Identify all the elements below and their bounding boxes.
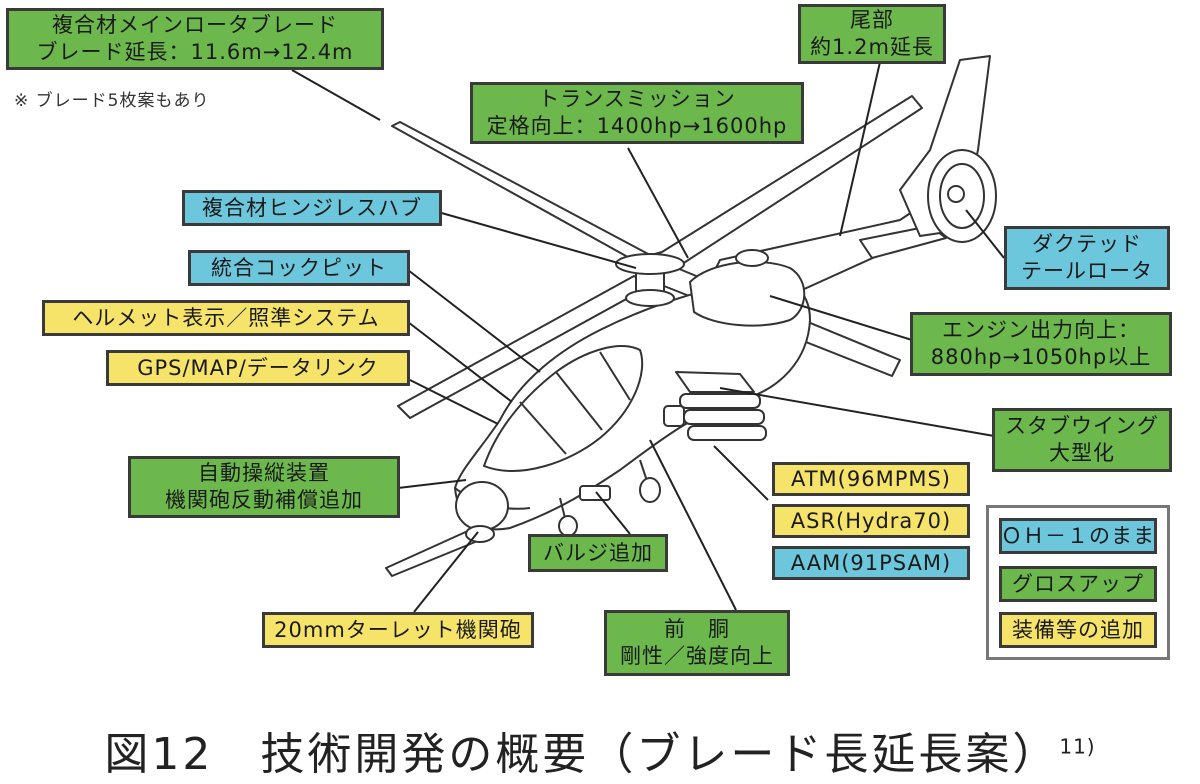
label-gun: 20mmターレット機関砲 — [262, 612, 534, 648]
label-gun-text: 20mmターレット機関砲 — [274, 617, 522, 642]
legend-yellow-text: 装備等の追加 — [1012, 617, 1144, 642]
label-tail: 尾部 約1.2m延長 — [798, 4, 946, 64]
legend: ＯＨ－１のまま グロスアップ 装備等の追加 — [986, 505, 1170, 660]
label-ducted-line2: テールロータ — [1021, 259, 1153, 283]
engine-housing — [689, 249, 806, 327]
legend-green: グロスアップ — [999, 566, 1157, 602]
stub-wing — [663, 371, 767, 441]
label-asr-text: ASR(Hydra70) — [790, 508, 952, 533]
label-stub-wing: スタブウイング 大型化 — [992, 408, 1172, 472]
rotor-hub — [615, 253, 685, 307]
ducted-tail-rotor — [927, 149, 997, 243]
landing-gear — [558, 459, 661, 537]
label-main-rotor-line2: ブレード延長：11.6m→12.4m — [36, 40, 354, 64]
label-bulge-text: バルジ追加 — [543, 540, 653, 565]
label-atm: ATM(96MPMS) — [772, 462, 970, 496]
label-transmission-line1: トランスミッション — [538, 87, 736, 112]
label-engine-line1: エンジン出力向上： — [942, 318, 1140, 343]
label-autopilot-line2: 機関砲反動補償追加 — [165, 488, 363, 512]
leader-lines — [291, 61, 1005, 613]
label-engine-line2: 880hp→1050hp以上 — [930, 345, 1152, 369]
label-autopilot-line1: 自動操縦装置 — [198, 461, 330, 486]
label-hub: 複合材ヒンジレスハブ — [182, 190, 442, 226]
legend-yellow: 装備等の追加 — [999, 612, 1157, 648]
label-hub-text: 複合材ヒンジレスハブ — [202, 195, 422, 220]
nose-gun — [385, 481, 509, 577]
label-stub-line1: スタブウイング — [1005, 414, 1159, 439]
label-gps-text: GPS/MAP/データリンク — [137, 355, 379, 380]
legend-blue-text: ＯＨ－１のまま — [1001, 523, 1155, 548]
label-stub-line2: 大型化 — [1049, 441, 1115, 465]
label-tail-line1: 尾部 — [850, 8, 894, 33]
figure-caption-text: 図12 技術開発の概要（ブレード長延長案） — [104, 729, 1060, 780]
label-aam: AAM(91PSAM) — [772, 546, 970, 580]
label-fuselage-line1: 前 胴 — [664, 617, 730, 642]
label-atm-text: ATM(96MPMS) — [790, 466, 952, 491]
figure-caption: 図12 技術開発の概要（ブレード長延長案）11) — [0, 718, 1200, 782]
label-tail-line2: 約1.2m延長 — [810, 35, 934, 59]
legend-green-text: グロスアップ — [1012, 571, 1144, 596]
label-helmet-text: ヘルメット表示／照準システム — [72, 305, 380, 330]
label-fuselage-line2: 剛性／強度向上 — [620, 644, 774, 668]
label-transmission-line2: 定格向上：1400hp→1600hp — [486, 114, 788, 138]
label-transmission: トランスミッション 定格向上：1400hp→1600hp — [470, 82, 804, 144]
label-front-fuselage: 前 胴 剛性／強度向上 — [604, 610, 790, 676]
label-asr: ASR(Hydra70) — [772, 504, 970, 538]
label-autopilot: 自動操縦装置 機関砲反動補償追加 — [128, 456, 400, 518]
bulge — [579, 485, 611, 501]
label-cockpit-text: 統合コックピット — [211, 255, 387, 280]
figure-caption-ref: 11) — [1059, 734, 1096, 759]
canopy — [483, 345, 644, 472]
legend-blue: ＯＨ－１のまま — [999, 518, 1157, 554]
label-aam-text: AAM(91PSAM) — [790, 550, 952, 575]
label-helmet: ヘルメット表示／照準システム — [42, 300, 410, 336]
blade-note: ※ ブレード5枚案もあり — [14, 91, 210, 111]
label-engine: エンジン出力向上： 880hp→1050hp以上 — [910, 312, 1172, 376]
label-ducted-tail-rotor: ダクテッド テールロータ — [1004, 226, 1170, 290]
label-main-rotor: 複合材メインロータブレード ブレード延長：11.6m→12.4m — [6, 8, 384, 70]
label-bulge: バルジ追加 — [528, 534, 668, 572]
label-cockpit: 統合コックピット — [188, 250, 410, 286]
label-gps: GPS/MAP/データリンク — [106, 350, 410, 386]
label-ducted-line1: ダクテッド — [1032, 232, 1142, 257]
label-main-rotor-line1: 複合材メインロータブレード — [52, 13, 338, 38]
